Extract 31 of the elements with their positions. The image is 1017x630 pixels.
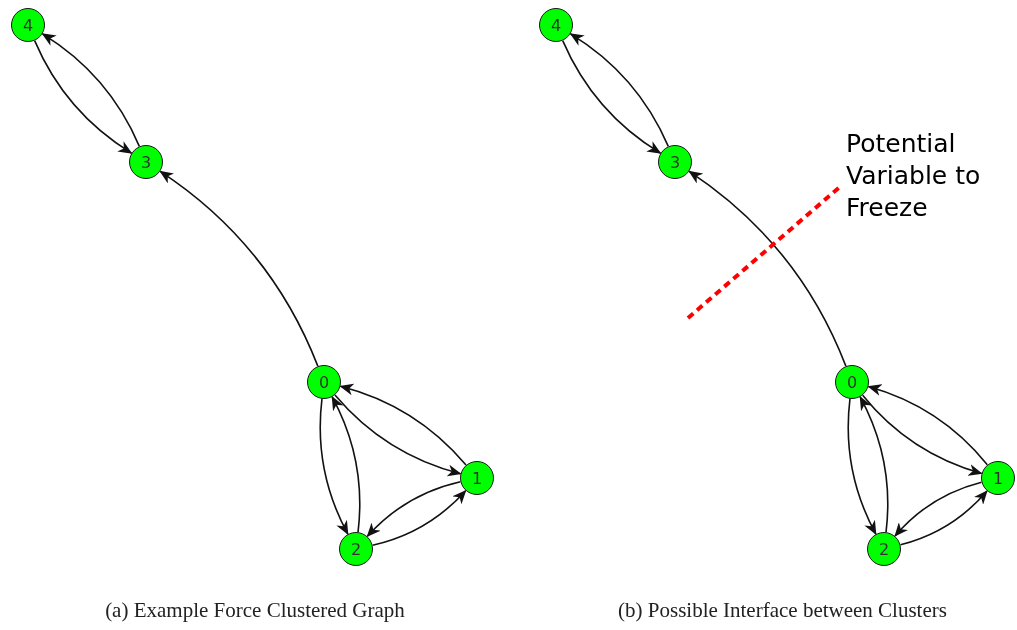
figure-caption: (a) Example Force Clustered Graph bbox=[104, 598, 406, 623]
graph-node: 3 bbox=[658, 145, 692, 179]
arrow bbox=[899, 490, 988, 546]
graph-node: 2 bbox=[867, 532, 901, 566]
graph-node: 3 bbox=[129, 145, 163, 179]
graph-node: 0 bbox=[307, 365, 341, 399]
arrow bbox=[371, 489, 467, 547]
arrow bbox=[861, 394, 983, 476]
graph-node: 1 bbox=[460, 461, 494, 495]
arrow bbox=[894, 481, 983, 537]
annotation-text: Potential Variable to Freeze bbox=[846, 128, 982, 224]
arrow bbox=[561, 39, 662, 154]
arrow bbox=[688, 170, 847, 367]
arrow bbox=[33, 39, 133, 154]
graph-node: 2 bbox=[339, 532, 373, 566]
graph-node: 0 bbox=[835, 365, 869, 399]
graph-node: 4 bbox=[11, 8, 45, 42]
arrow bbox=[847, 398, 877, 535]
arrow bbox=[569, 33, 670, 148]
arrow bbox=[41, 33, 141, 148]
arrow bbox=[331, 396, 361, 533]
arrow bbox=[339, 383, 467, 466]
arrow bbox=[366, 480, 462, 538]
arrow bbox=[859, 396, 889, 533]
graph-node: 1 bbox=[981, 461, 1015, 495]
arrow bbox=[867, 384, 989, 466]
arrow bbox=[319, 398, 349, 535]
arrow bbox=[159, 170, 319, 367]
graph-node: 4 bbox=[539, 8, 573, 42]
arrow bbox=[334, 394, 462, 477]
figure-caption: (b) Possible Interface between Clusters bbox=[617, 598, 948, 623]
